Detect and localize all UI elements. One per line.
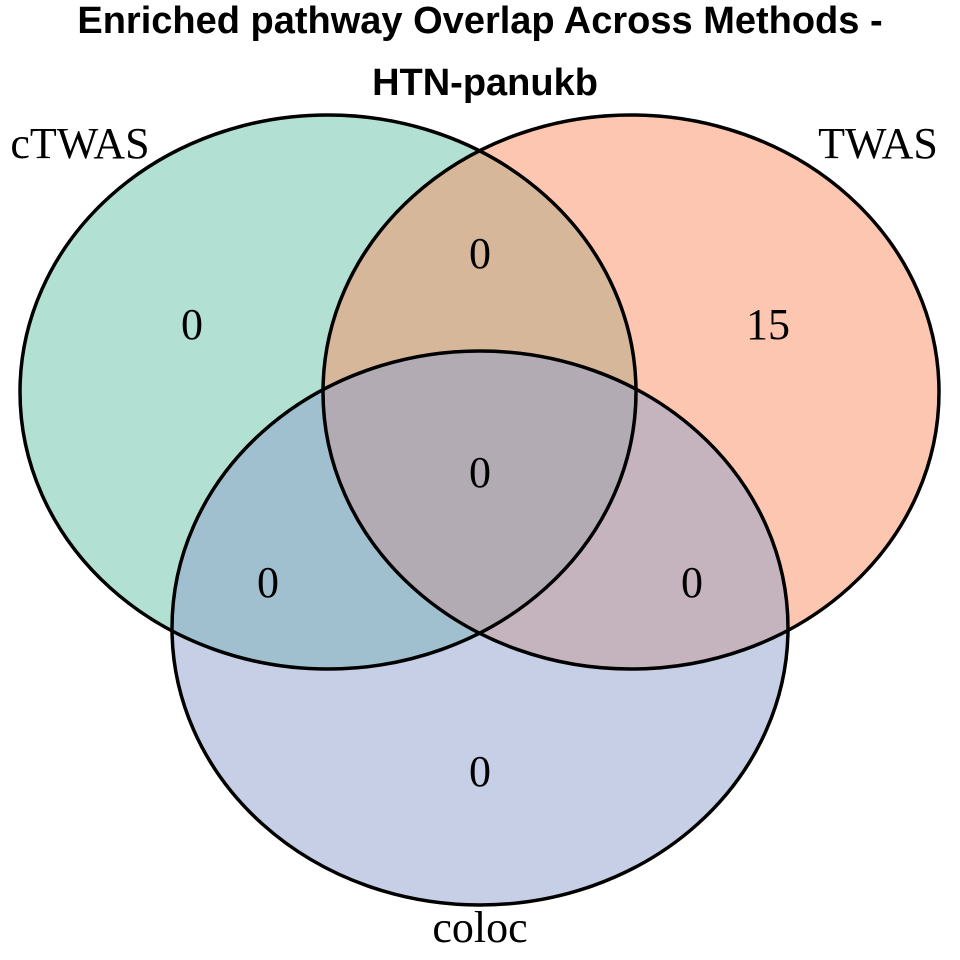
set-outlines [18,113,941,907]
coloc-set-fill [172,351,788,905]
set-label-ctwas: cTWAS [10,119,149,168]
set-fills [20,115,939,905]
count-ctwas-twas: 0 [469,229,491,278]
twas-set-outline [321,113,941,671]
count-twas-only: 15 [746,300,790,349]
ctwas-set-outline [18,113,638,671]
set-label-coloc: coloc [432,903,527,952]
count-all-three: 0 [469,448,491,497]
chart-title-line-1: Enriched pathway Overlap Across Methods … [77,0,882,42]
count-coloc-only: 0 [469,747,491,796]
count-ctwas-coloc: 0 [257,558,279,607]
set-label-twas: TWAS [818,119,938,168]
chart-title-line-2: HTN-panukb [372,62,598,104]
coloc-set-outline [170,349,790,907]
count-ctwas-only: 0 [181,300,203,349]
count-twas-coloc: 0 [681,558,703,607]
